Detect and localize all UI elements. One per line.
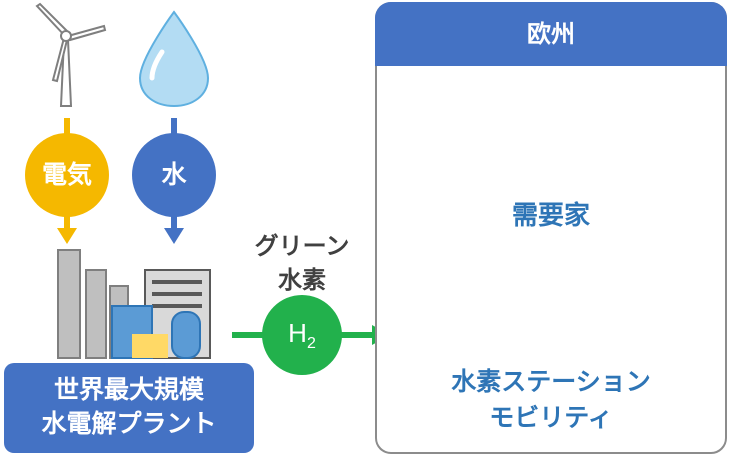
electrolysis-plant-icon: [57, 249, 211, 359]
demand-label: 需要家: [511, 201, 590, 231]
h2-symbol-subscript: 2: [306, 335, 316, 353]
plant-label-line2: 水電解プラント: [41, 409, 217, 438]
electricity-flow-icon: [25, 118, 109, 244]
plant-label-line1: 世界最大規模: [53, 375, 204, 404]
water-flow-icon: [132, 118, 216, 244]
green-hydrogen-label-line2: 水素: [278, 266, 326, 294]
electricity-label: 電気: [41, 160, 92, 189]
h2-symbol-letter: H: [288, 318, 307, 348]
h2-symbol: H2: [262, 318, 342, 353]
plant-label-box: 世界最大規模 水電解プラント: [4, 363, 254, 453]
water-label: 水: [161, 160, 187, 189]
green-hydrogen-label-line1: グリーン: [254, 232, 350, 260]
water-drop-icon: [138, 10, 210, 108]
europe-title: 欧州: [375, 2, 727, 66]
station-label-line1: 水素ステーション: [451, 367, 651, 396]
station-label-line2: モビリティ: [489, 403, 613, 432]
wind-turbine-icon: [35, 2, 107, 107]
europe-panel: [375, 2, 727, 454]
